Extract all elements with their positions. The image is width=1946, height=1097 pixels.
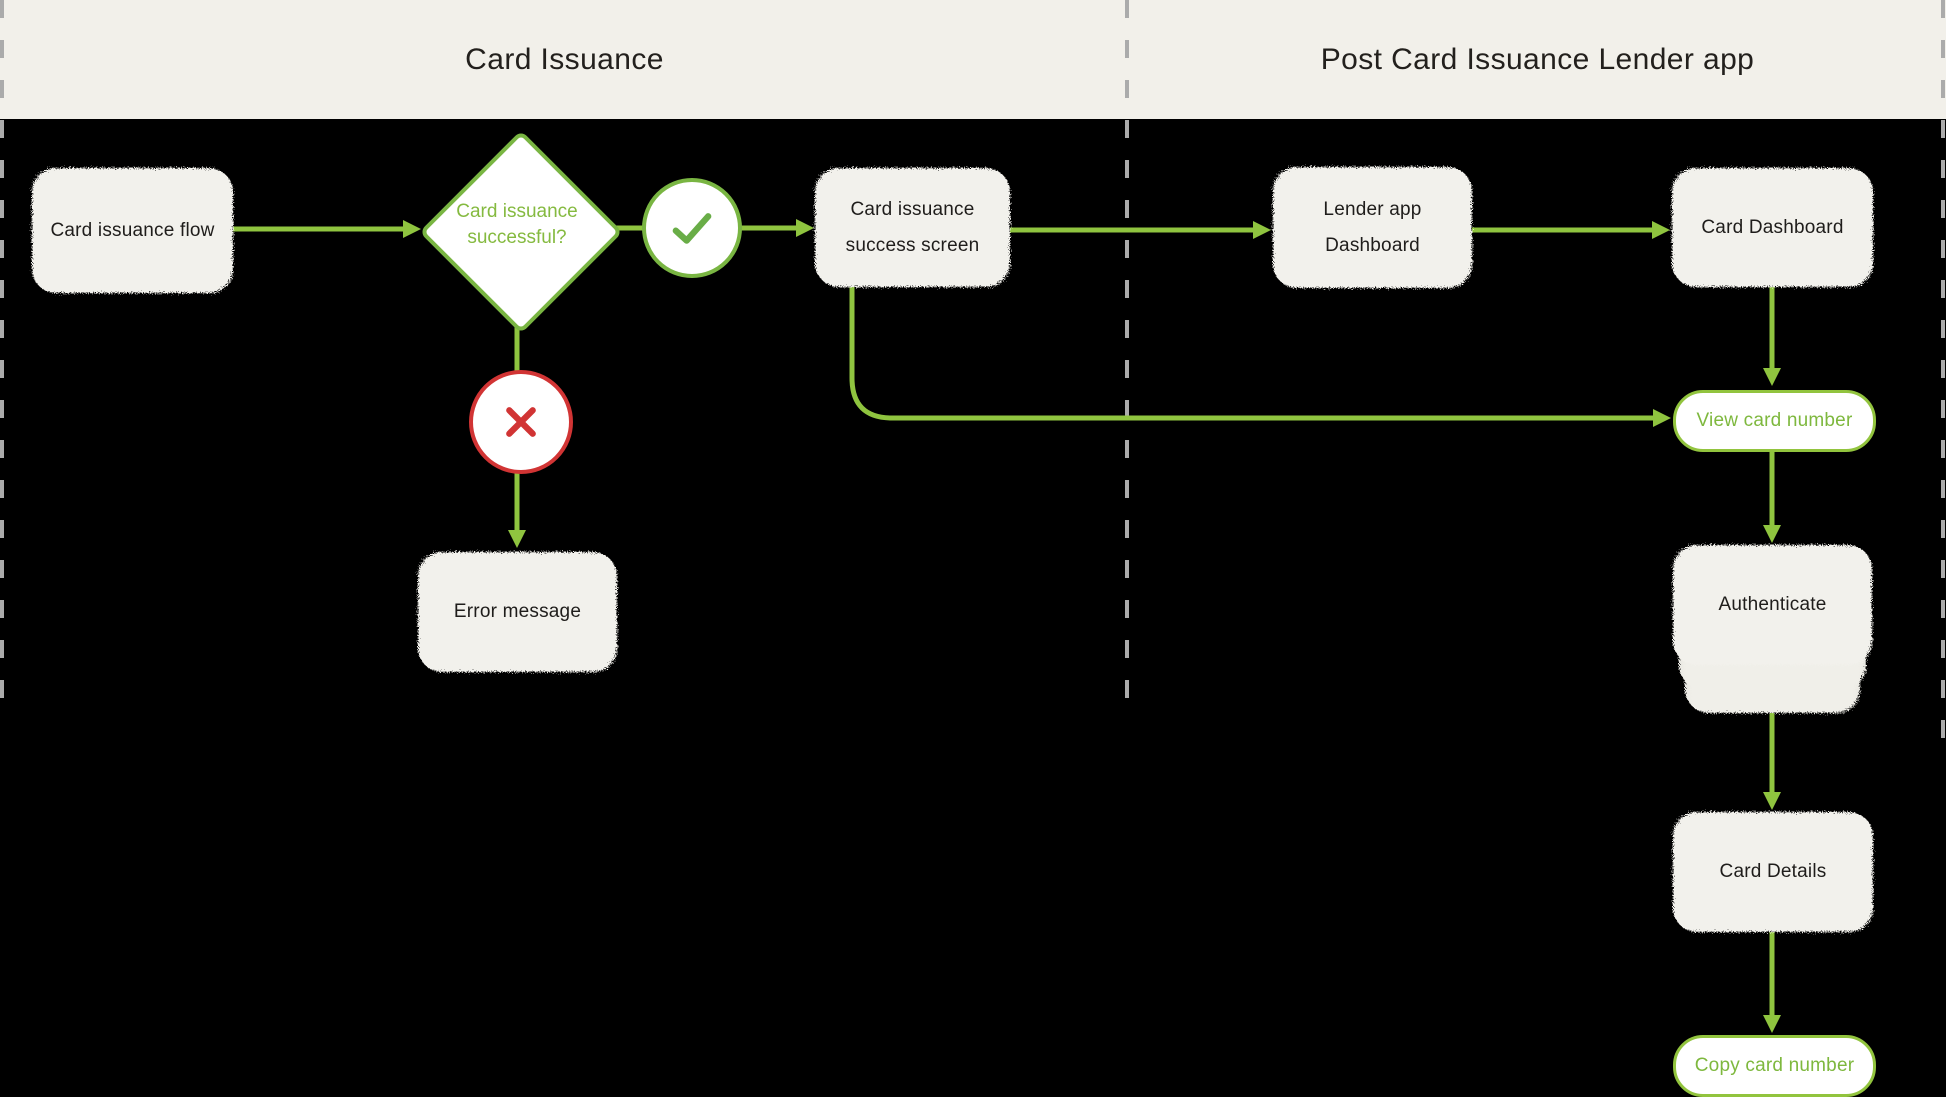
action-view-card-number[interactable]: View card number	[1673, 390, 1876, 452]
node-background	[1273, 167, 1472, 288]
node-background	[1672, 168, 1873, 287]
node-background	[32, 168, 233, 293]
arrowheads	[403, 219, 1781, 1033]
failure-indicator[interactable]	[469, 370, 573, 474]
node-label: Lender app Dashboard	[1323, 199, 1422, 256]
node-card-dashboard[interactable]: Card Dashboard	[1672, 168, 1873, 287]
node-background	[1673, 545, 1872, 665]
node-label: Error message	[453, 601, 582, 623]
node-background	[1673, 812, 1873, 932]
section-title-card-issuance[interactable]: Card Issuance	[465, 42, 664, 76]
success-indicator[interactable]	[642, 178, 742, 278]
node-label: Card issuance success screen	[845, 199, 980, 256]
node-background	[815, 168, 1010, 287]
x-icon	[506, 407, 536, 437]
section-title-post-card-issuance[interactable]: Post Card Issuance Lender app	[1320, 42, 1755, 76]
header-band	[0, 0, 1946, 119]
node-background	[418, 552, 617, 672]
node-label: Card Dashboard	[1701, 216, 1844, 238]
node-card-issuance-flow[interactable]: Card issuance flow	[32, 168, 233, 293]
decision-label: Card issuance successful?	[456, 201, 578, 248]
node-card-issuance-success-screen[interactable]: Card issuance success screen	[815, 168, 1010, 287]
frame-dashed-borders	[0, 0, 1945, 752]
node-label: Card issuance flow	[50, 219, 215, 241]
node-error-message[interactable]: Error message	[418, 552, 617, 672]
node-card-details[interactable]: Card Details	[1673, 812, 1873, 932]
node-label: Authenticate	[1718, 594, 1827, 616]
node-lender-app-dashboard[interactable]: Lender app Dashboard	[1273, 167, 1472, 288]
check-icon	[672, 213, 712, 244]
node-authenticate[interactable]: Authenticate	[1673, 545, 1872, 665]
node-label: Card Details	[1719, 861, 1827, 883]
action-copy-card-number[interactable]: Copy card number	[1673, 1035, 1876, 1097]
